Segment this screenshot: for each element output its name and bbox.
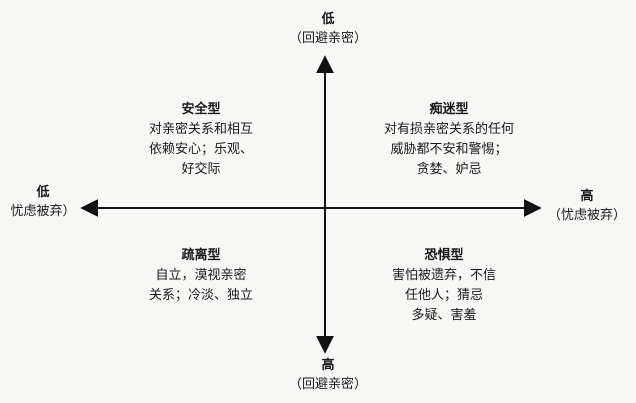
quadrant-line: 任他人；猜忌: [404, 288, 483, 303]
axis-right-level: 高: [580, 189, 594, 204]
axis-top-level: 低: [321, 12, 335, 27]
axis-left-label: 低 忧虑被弃）: [0, 183, 86, 221]
quadrant-line: 害怕被遗弃，不信: [391, 268, 496, 283]
quadrant-line: 依赖安心；乐观、: [148, 142, 253, 157]
quadrant-line: 多疑、害羞: [411, 308, 477, 323]
quadrant-line: 对有损亲密关系的任何: [383, 122, 514, 137]
axis-bottom-level: 高: [321, 358, 335, 373]
quadrant-preoccupied: 痴迷型 对有损亲密关系的任何 威胁都不安和警惕； 贪婪、妒忌: [354, 100, 544, 180]
quadrant-secure: 安全型 对亲密关系和相互 依赖安心；乐观、 好交际: [126, 100, 276, 180]
axis-left-level: 低: [36, 185, 50, 200]
quadrant-line: 贪婪、妒忌: [416, 162, 482, 177]
quadrant-line: 好交际: [181, 162, 221, 177]
quadrant-line: 关系；冷淡、独立: [148, 288, 253, 303]
quadrant-title: 疏离型: [181, 248, 221, 263]
axis-right-dimension: （忧虑被弃）: [547, 208, 626, 223]
axis-right-label: 高 （忧虑被弃）: [538, 187, 636, 225]
axis-left-dimension: 忧虑被弃）: [10, 204, 76, 219]
axis-top-label: 低 （回避亲密）: [258, 10, 398, 48]
quadrant-line: 威胁都不安和警惕；: [390, 142, 508, 157]
axis-bottom-dimension: （回避亲密）: [288, 377, 367, 392]
quadrant-title: 痴迷型: [429, 102, 469, 117]
quadrant-dismissing: 疏离型 自立，漠视亲密 关系；冷淡、独立: [126, 246, 276, 306]
axis-top-dimension: （回避亲密）: [288, 31, 367, 46]
quadrant-title: 安全型: [181, 102, 221, 117]
quadrant-title: 恐惧型: [424, 248, 464, 263]
quadrant-line: 自立，漠视亲密: [155, 268, 247, 283]
quadrant-line: 对亲密关系和相互: [148, 122, 253, 137]
axis-bottom-label: 高 （回避亲密）: [258, 356, 398, 394]
quadrant-fearful: 恐惧型 害怕被遗弃，不信 任他人；猜忌 多疑、害羞: [354, 246, 534, 326]
